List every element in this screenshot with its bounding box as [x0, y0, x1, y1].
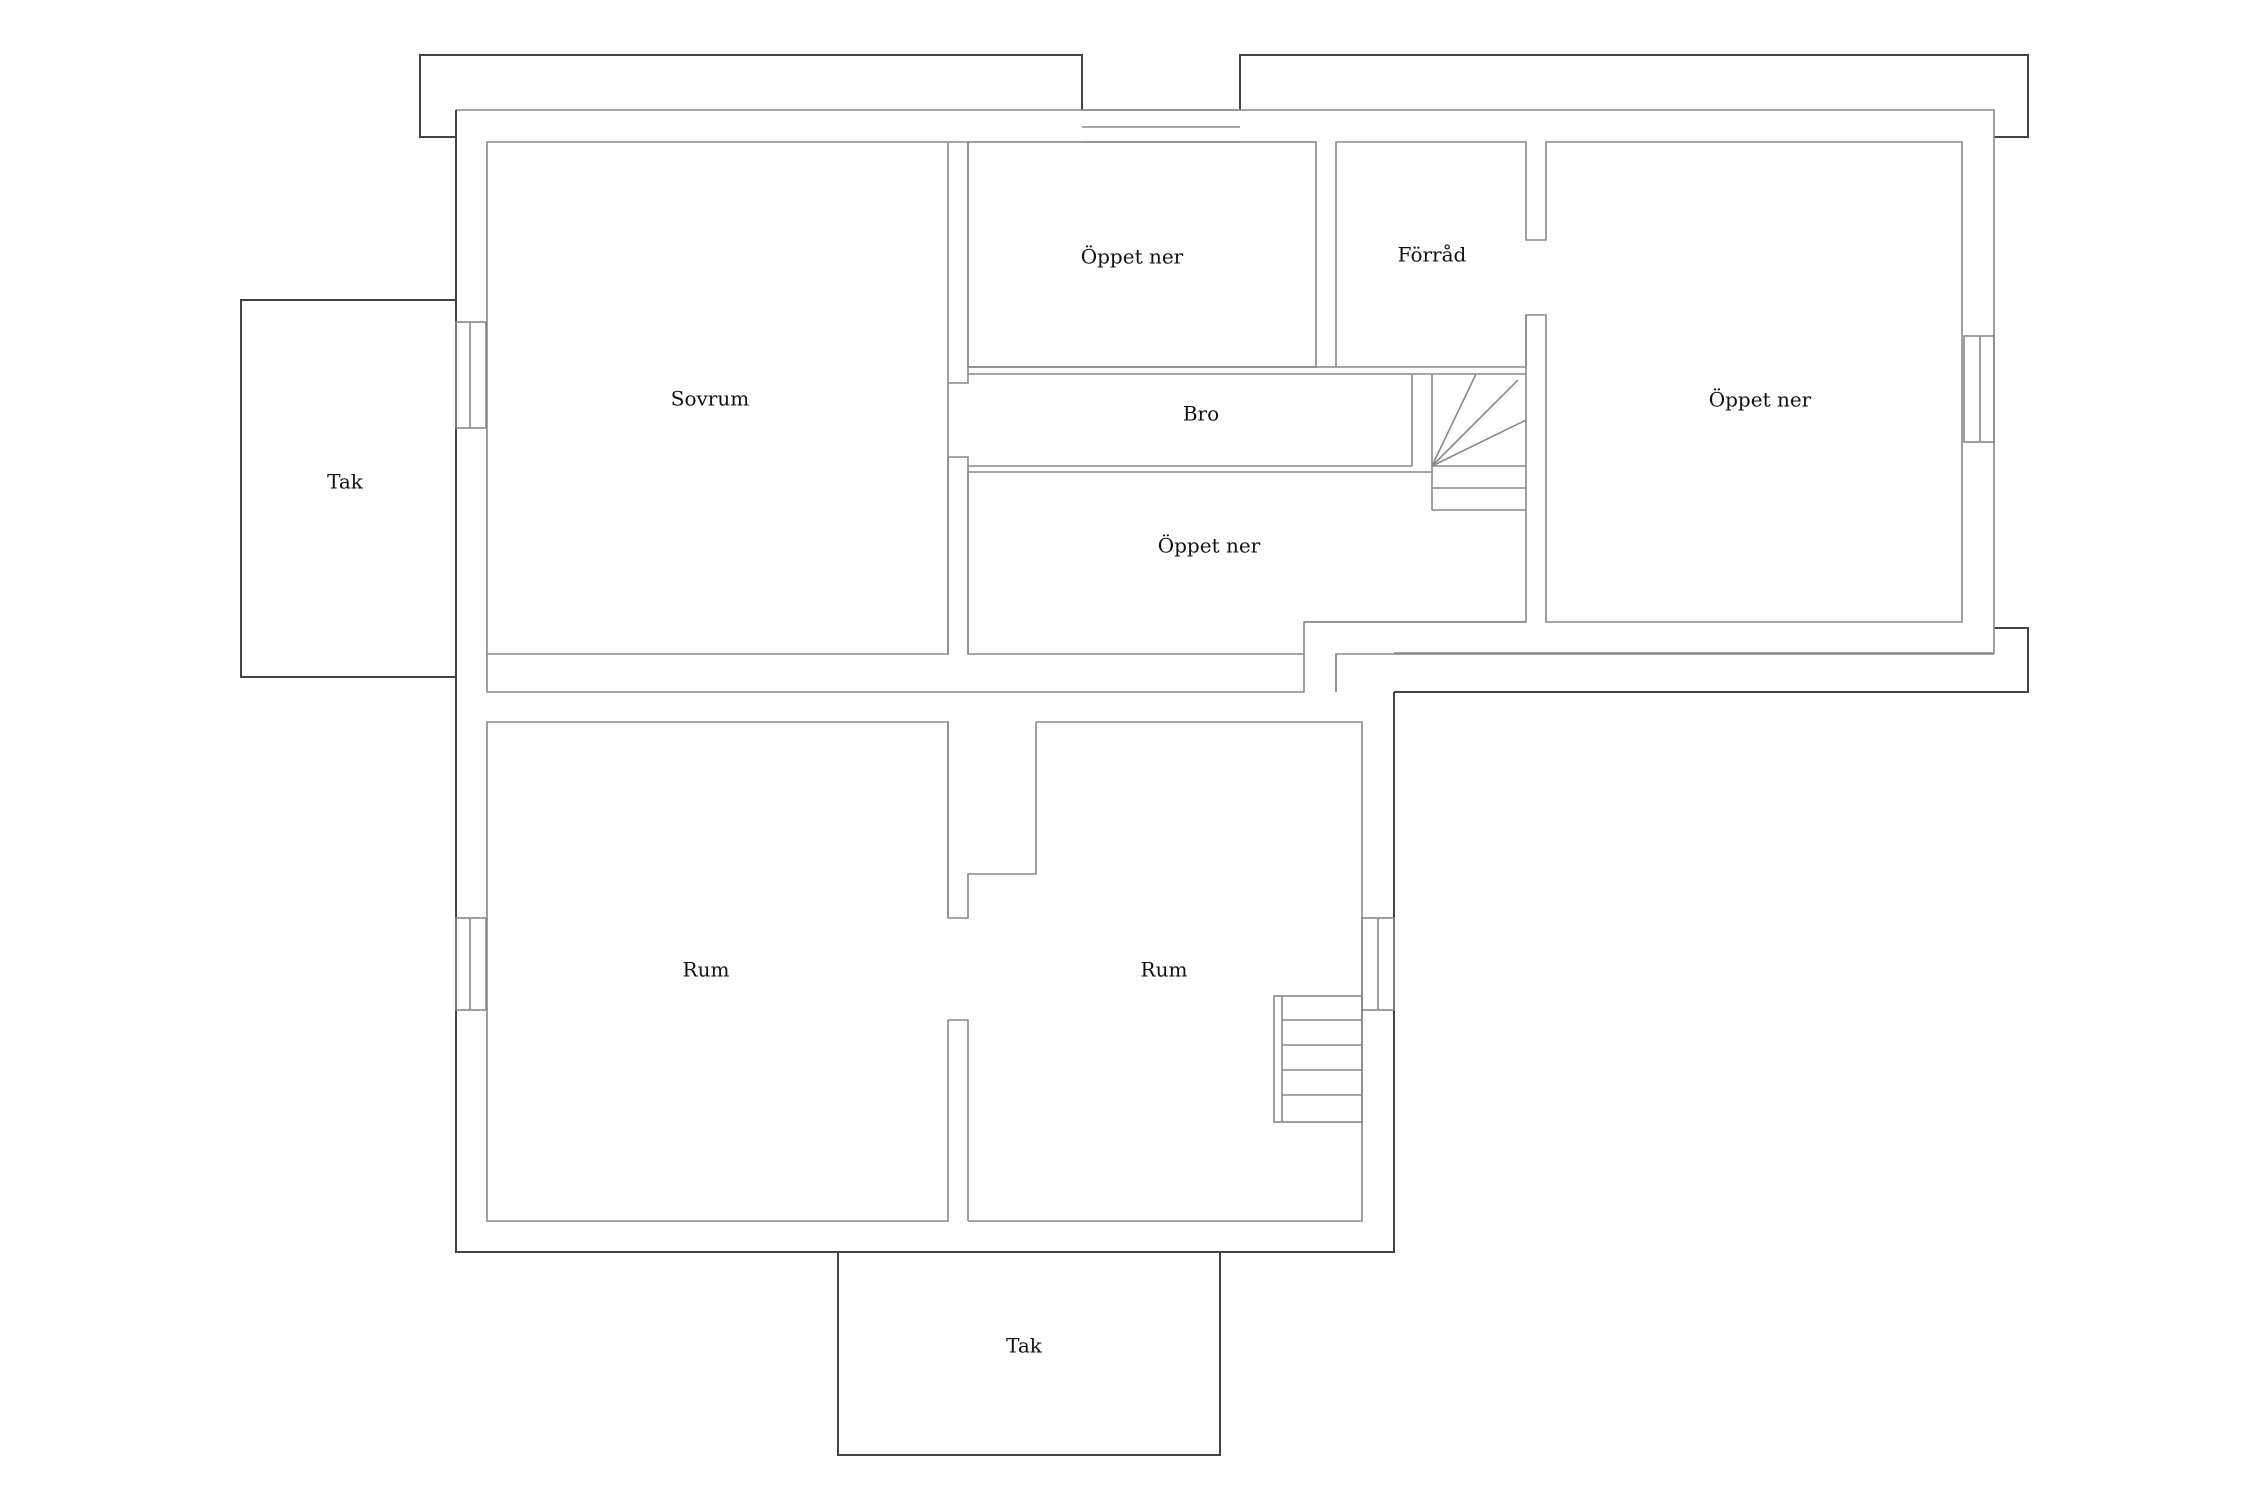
window-right-upper: [1963, 335, 1995, 443]
roof-eave-right-lower: [1394, 627, 2029, 693]
stair-straight: [1273, 995, 1363, 1123]
label-open-top: Öppet ner: [1081, 244, 1184, 269]
label-room-left: Rum: [683, 958, 730, 982]
window-right-lower: [1361, 917, 1395, 1011]
room-open-middle: [967, 315, 1527, 655]
label-bridge: Bro: [1183, 402, 1219, 426]
window-left-lower: [455, 917, 487, 1011]
wall-bedroom-bridge: [947, 141, 969, 654]
wall-between-rooms: [947, 722, 1037, 1221]
window-left-upper: [455, 321, 487, 429]
label-storage: Förråd: [1398, 243, 1467, 267]
outer-wall: [455, 109, 1995, 1253]
roof-eave-top-right: [1239, 54, 2029, 138]
room-storage: [1335, 141, 1963, 623]
label-roof-bottom: Tak: [1006, 1334, 1043, 1358]
label-room-right: Rum: [1141, 958, 1188, 982]
roof-bottom: [837, 1252, 1221, 1456]
roof-eave-top-left: [419, 54, 1083, 138]
corridor-upper: [486, 621, 1994, 693]
stair-spiral: [1411, 373, 1527, 511]
bridge: [968, 366, 1526, 473]
label-roof-left: Tak: [327, 470, 364, 494]
room-right: [968, 721, 1363, 1222]
label-bedroom: Sovrum: [671, 387, 749, 411]
label-open-middle: Öppet ner: [1158, 533, 1261, 558]
roof-left: [240, 299, 456, 678]
label-open-right: Öppet ner: [1709, 387, 1812, 412]
